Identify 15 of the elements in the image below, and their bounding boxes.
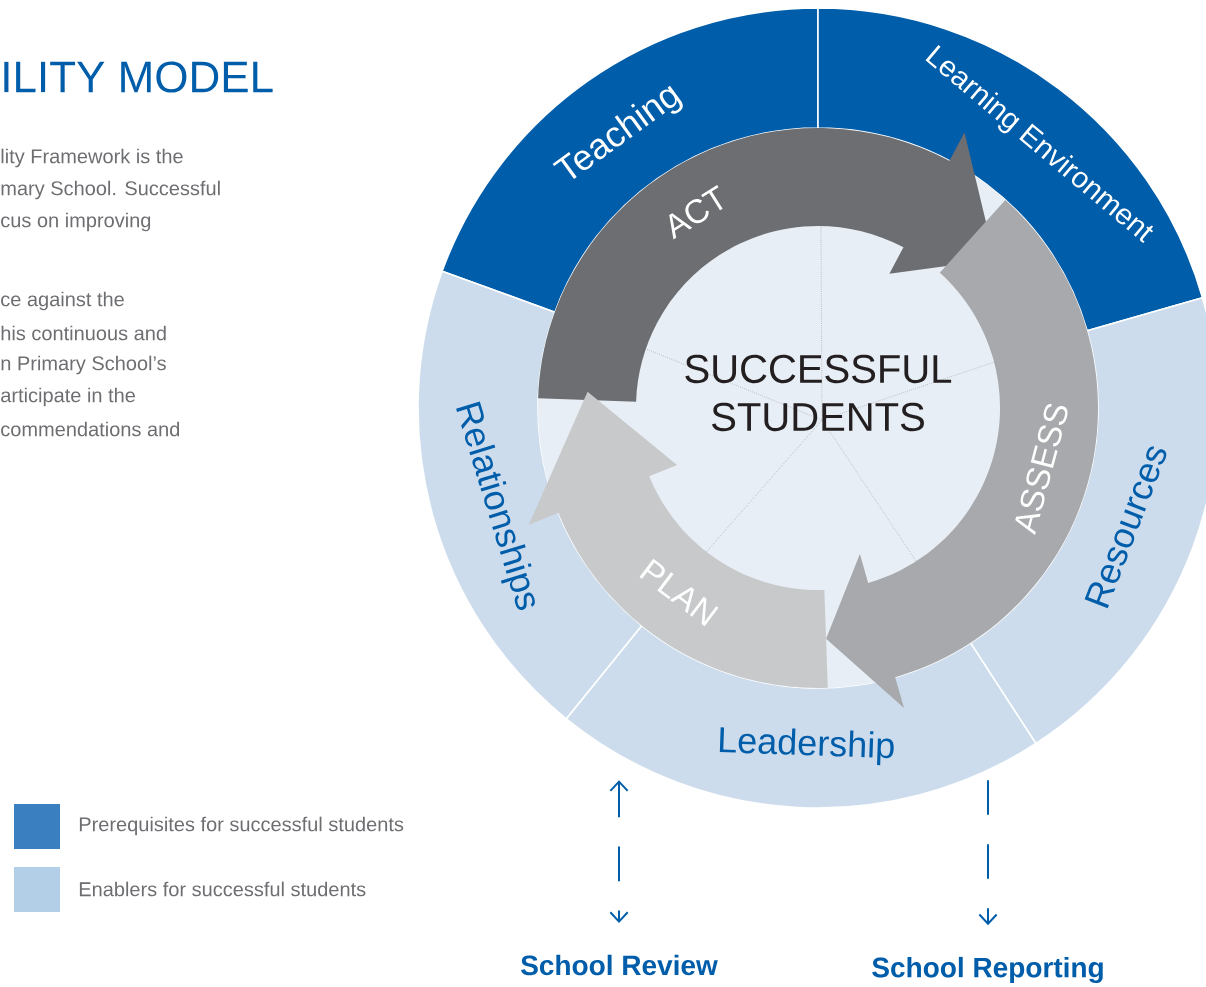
legend-text: Prerequisites for successful students bbox=[79, 816, 404, 836]
body-text: commendations and bbox=[1, 421, 180, 437]
body-text: cus on improving bbox=[1, 212, 151, 232]
body-text: n Primary School’s bbox=[1, 355, 166, 375]
body-text: lity Framework is the bbox=[1, 148, 183, 168]
outcome-label: School Reporting bbox=[872, 956, 1103, 984]
body-text: his continuous and bbox=[1, 325, 166, 341]
body-text: articipate in the bbox=[1, 387, 135, 407]
outcome-label: School Review bbox=[521, 954, 718, 976]
body-text: mary School. Successful bbox=[1, 180, 220, 200]
body-text: ce against the bbox=[1, 291, 124, 311]
title-text: ILITY MODEL bbox=[4, 61, 273, 93]
arrow bbox=[978, 779, 998, 926]
legend-text: Enablers for successful students bbox=[79, 881, 366, 897]
arrow bbox=[609, 780, 629, 924]
